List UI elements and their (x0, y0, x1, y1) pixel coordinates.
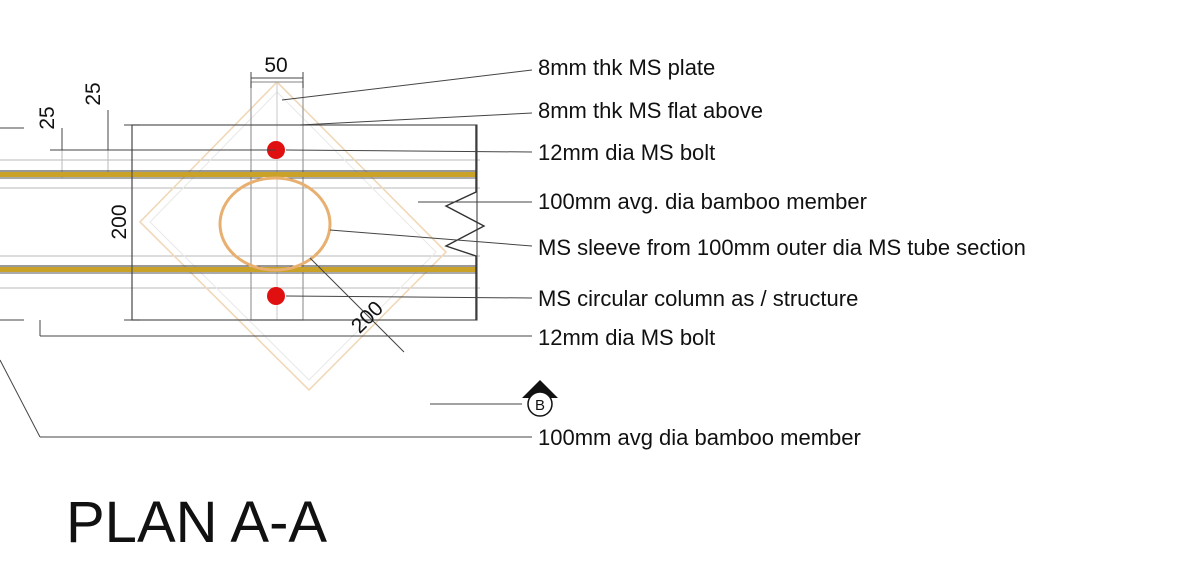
rotated-plate-inner (149, 91, 437, 381)
dim-height: 200 (108, 204, 131, 239)
callout-column: MS circular column as / structure (538, 286, 858, 311)
callout-ms-flat: 8mm thk MS flat above (538, 98, 763, 123)
callout-bamboo-member-2: 100mm avg dia bamboo member (538, 425, 861, 450)
bolt-bottom (267, 287, 285, 305)
break-line (444, 125, 486, 320)
section-marker: B (522, 380, 558, 417)
plan-title: PLAN A-A (66, 490, 327, 555)
callout-ms-plate: 8mm thk MS plate (538, 55, 715, 80)
dim-edge-upper: 25 (82, 82, 105, 105)
ms-sleeve-circle (218, 176, 332, 272)
callout-ms-sleeve: MS sleeve from 100mm outer dia MS tube s… (538, 235, 1026, 260)
dim-diagonal: 200 (347, 297, 388, 338)
section-marker-label: B (535, 397, 545, 414)
dim-top-width: 50 (264, 54, 287, 77)
ms-plate-outline (131, 124, 478, 321)
dim-edge-lower: 25 (36, 106, 59, 129)
dimension-lines (0, 72, 405, 353)
bamboo-members (0, 170, 476, 274)
leader-lines (0, 69, 533, 438)
callout-bolt-bottom: 12mm dia MS bolt (538, 325, 715, 350)
callout-bolt-top: 12mm dia MS bolt (538, 140, 715, 165)
callout-bamboo-member: 100mm avg. dia bamboo member (538, 189, 867, 214)
